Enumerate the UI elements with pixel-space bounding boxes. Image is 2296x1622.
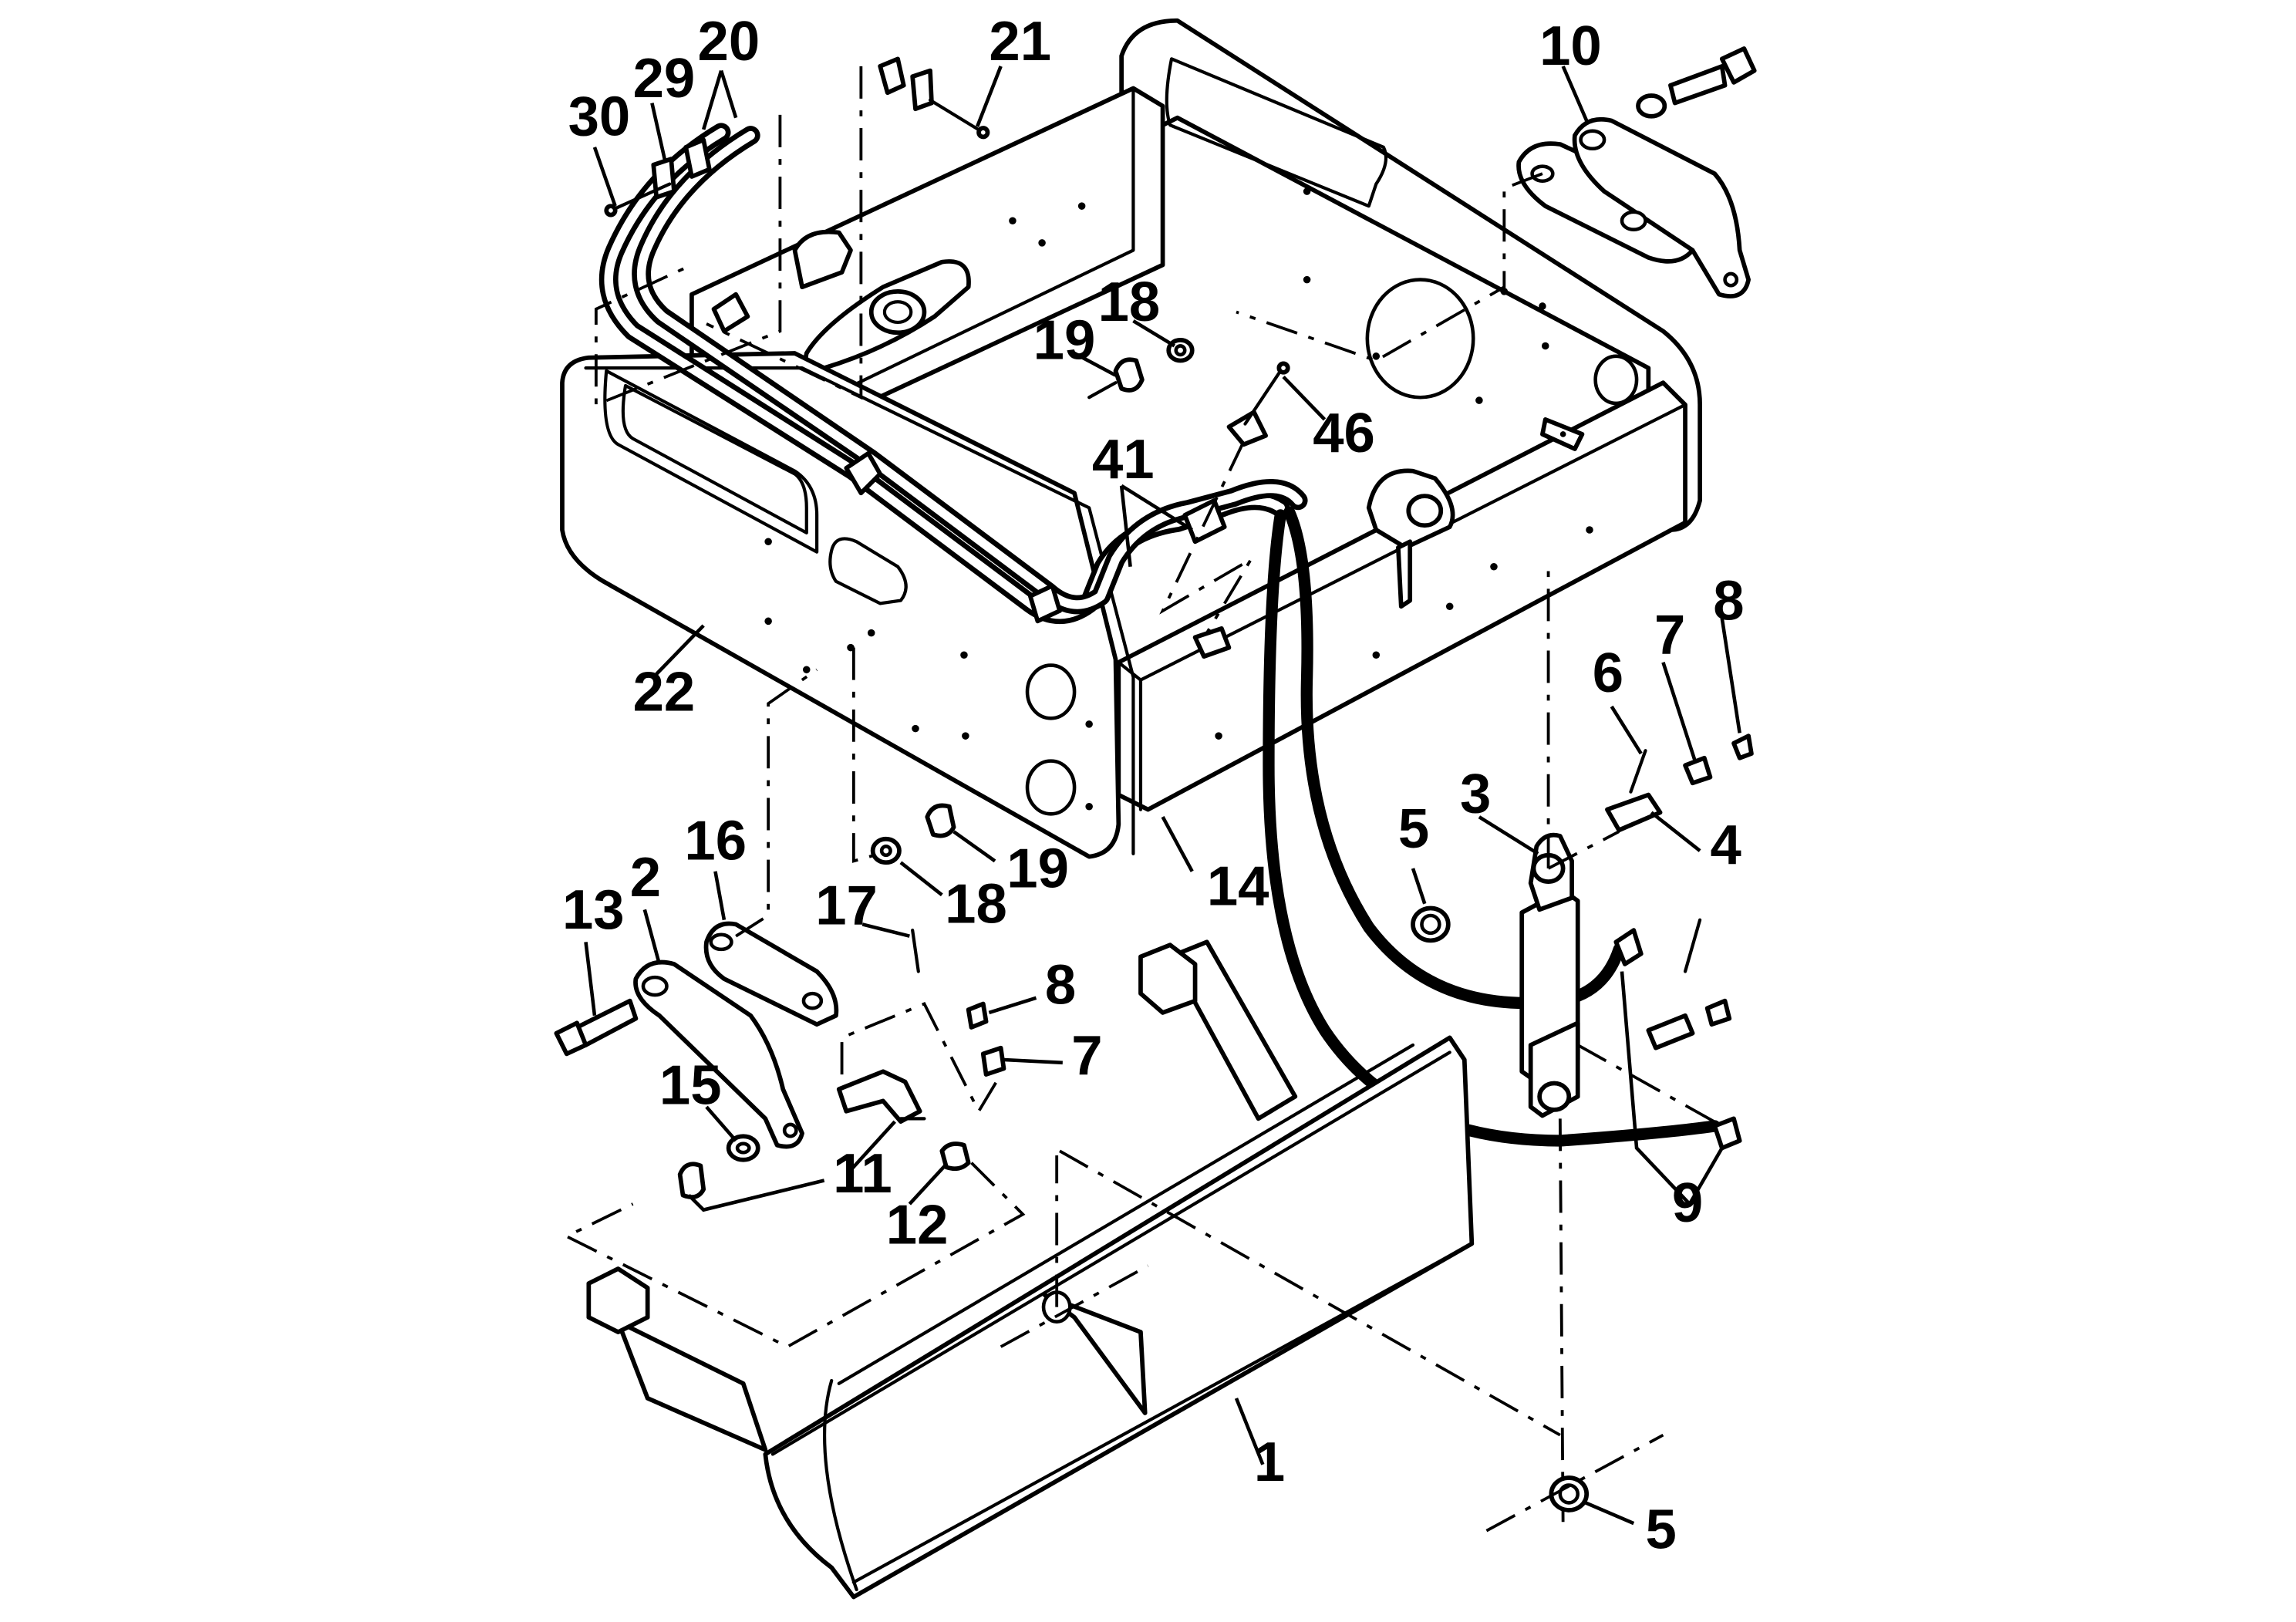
callout-13: 13 — [562, 878, 625, 941]
main-frame — [560, 18, 1702, 859]
callout-17: 17 — [815, 874, 878, 936]
dozer-blade — [586, 939, 1561, 1600]
callout-5-lower: 5 — [1646, 1499, 1677, 1561]
callout-5-upper: 5 — [1398, 798, 1429, 860]
left-pivot-plates — [554, 647, 956, 1199]
leader-lines — [584, 65, 1741, 1526]
callout-20: 20 — [698, 10, 760, 73]
callout-30: 30 — [568, 86, 631, 148]
hydraulic-cylinder — [1411, 559, 1754, 1533]
callout-19-upper: 19 — [1033, 309, 1096, 372]
callout-19-lower: 19 — [1006, 838, 1069, 900]
callout-7-left: 7 — [1071, 1024, 1102, 1087]
callout-labels: 1 2 3 4 5 5 6 7 7 8 8 9 10 11 12 13 14 1… — [562, 10, 1745, 1560]
callout-2: 2 — [630, 846, 661, 909]
top-left-hose-clamps — [594, 56, 990, 407]
callout-6: 6 — [1593, 642, 1623, 704]
callout-8-right: 8 — [1713, 569, 1744, 632]
callout-46: 46 — [1313, 402, 1375, 464]
left-hose-fitting — [563, 928, 1026, 1349]
callout-22: 22 — [633, 661, 696, 723]
callout-8-left: 8 — [1045, 953, 1076, 1016]
callout-9: 9 — [1672, 1172, 1703, 1234]
pivot-plate-10 — [1236, 46, 1757, 363]
callout-3: 3 — [1460, 762, 1491, 824]
callout-41: 41 — [1092, 428, 1155, 491]
callout-21: 21 — [989, 10, 1051, 73]
callout-12: 12 — [886, 1194, 949, 1256]
washer-nut-upper — [1087, 337, 1290, 634]
callout-14: 14 — [1207, 855, 1269, 918]
callout-18-upper: 18 — [1098, 271, 1161, 333]
callout-29: 29 — [633, 47, 696, 110]
callout-18-lower: 18 — [945, 873, 1007, 936]
callout-1: 1 — [1254, 1431, 1285, 1493]
callout-10: 10 — [1539, 15, 1602, 77]
callout-4: 4 — [1710, 814, 1741, 876]
callout-15: 15 — [659, 1054, 722, 1116]
callout-16: 16 — [684, 809, 747, 872]
callout-7-right: 7 — [1654, 603, 1685, 666]
callout-11: 11 — [833, 1142, 892, 1205]
